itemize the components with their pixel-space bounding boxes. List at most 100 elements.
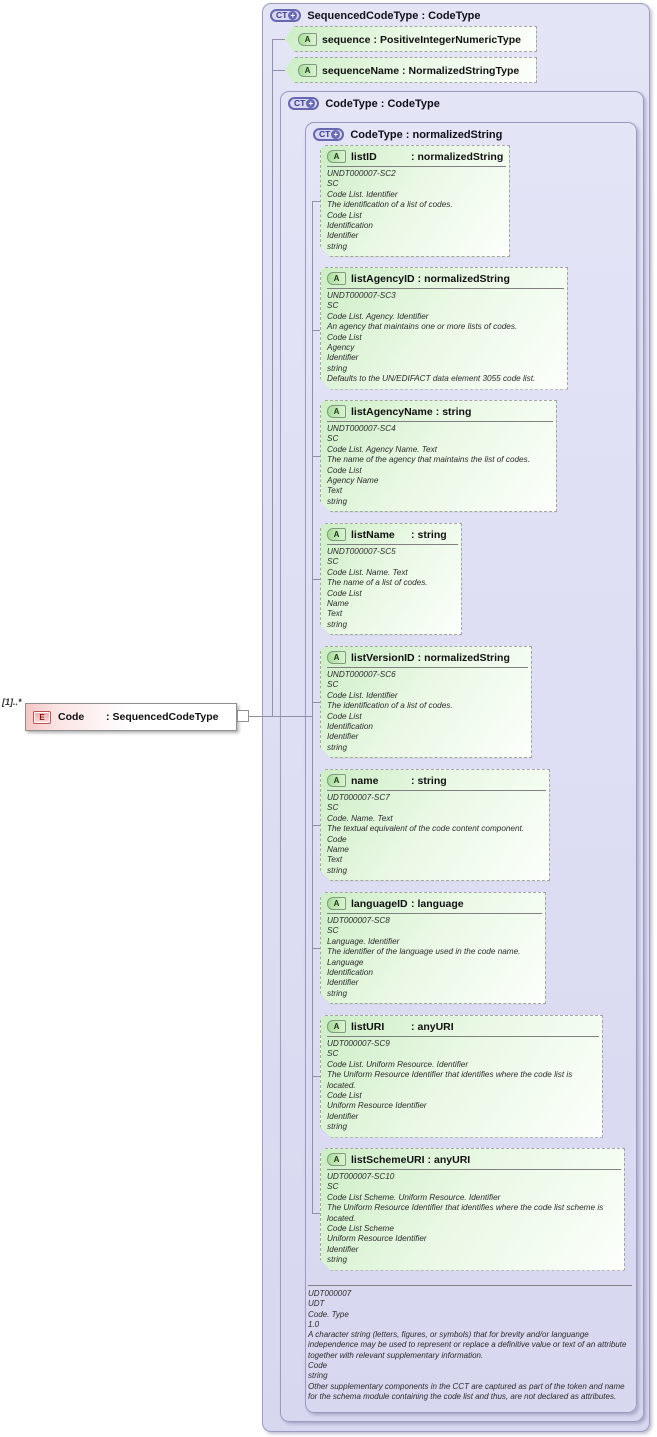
colon: : <box>402 64 406 77</box>
attribute-title: A listAgencyID : normalizedString <box>321 268 567 287</box>
attribute-title: A sequence : PositiveIntegerNumericType <box>286 27 536 48</box>
separator <box>327 790 546 791</box>
container-header: CT+ CodeType : CodeType <box>288 97 440 110</box>
attribute-box-name[interactable]: A name : string UDT000007-SC7 SC Code. N… <box>320 769 550 881</box>
expand-plus-icon: + <box>331 130 341 139</box>
colon: : <box>411 1020 415 1033</box>
connector-line <box>312 456 320 457</box>
element-icon: E <box>33 710 51 724</box>
attribute-icon: A <box>327 774 346 787</box>
colon: : <box>417 272 422 285</box>
attribute-name: listName <box>351 528 395 541</box>
attribute-box-listagencyname[interactable]: A listAgencyName : string UNDT000007-SC4… <box>320 400 557 512</box>
ct-badge-label: CT <box>276 10 288 20</box>
cardinality-label: [1]..* <box>2 697 22 707</box>
attribute-icon: A <box>327 150 346 163</box>
connector-line <box>272 39 285 40</box>
separator <box>327 544 458 545</box>
attribute-name: listSchemeURI <box>351 1153 425 1166</box>
attribute-name: listVersionID <box>351 651 415 664</box>
connector-line <box>272 70 285 71</box>
complextype-box-codetype-normalizedstring[interactable]: CT+ CodeType : normalizedString A listID… <box>305 122 637 1413</box>
attribute-title: A name : string <box>321 770 549 789</box>
attribute-box-sequence[interactable]: A sequence : PositiveIntegerNumericType <box>285 26 537 52</box>
attribute-name: listAgencyID <box>351 272 415 285</box>
attribute-type: string <box>417 528 447 541</box>
attribute-box-languageid[interactable]: A languageID : language UDT000007-SC8 SC… <box>320 892 546 1004</box>
colon: : <box>435 405 440 418</box>
attribute-box-listuri[interactable]: A listURI : anyURI UDT000007-SC9 SC Code… <box>320 1015 603 1138</box>
attribute-type: anyURI <box>434 1153 471 1166</box>
complextype-box-sequencedcodetype[interactable]: CT+ SequencedCodeType : CodeType A seque… <box>262 3 650 1432</box>
attribute-type: language <box>417 897 464 910</box>
attribute-title: A listAgencyName : string <box>321 401 556 420</box>
attribute-box-sequencename[interactable]: A sequenceName : NormalizedStringType <box>285 57 537 83</box>
expand-plus-icon: + <box>288 11 298 20</box>
attribute-title: A listName : string <box>321 524 461 543</box>
connector-line <box>312 702 320 703</box>
attribute-type: normalizedString <box>417 150 504 163</box>
separator <box>327 667 528 668</box>
separator <box>327 1169 621 1170</box>
colon: : <box>373 33 377 46</box>
collapse-handle[interactable] <box>237 710 249 722</box>
expand-plus-icon: + <box>306 99 316 108</box>
attribute-type: string <box>442 405 472 418</box>
colon: : <box>411 774 415 787</box>
attribute-box-listname[interactable]: A listName : string UNDT000007-SC5 SC Co… <box>320 523 462 635</box>
attribute-icon: A <box>327 272 346 285</box>
connector-line <box>272 39 273 717</box>
attribute-box-listid[interactable]: A listID : normalizedString UNDT000007-S… <box>320 145 510 257</box>
attribute-annotation: UNDT000007-SC5 SC Code List. Name. Text … <box>327 547 428 629</box>
connector-line <box>312 330 320 331</box>
element-box-code[interactable]: E Code : SequencedCodeType <box>25 703 237 731</box>
attribute-icon: A <box>298 64 317 77</box>
connector-line <box>312 825 320 826</box>
colon: : <box>417 651 422 664</box>
attribute-annotation: UNDT000007-SC2 SC Code List. Identifier … <box>327 169 453 251</box>
attribute-title: A listID : normalizedString <box>321 146 509 165</box>
attribute-box-listversionid[interactable]: A listVersionID : normalizedString UNDT0… <box>320 646 532 758</box>
complextype-icon[interactable]: CT+ <box>270 9 302 22</box>
attribute-icon: A <box>327 1153 346 1166</box>
separator <box>327 166 506 167</box>
connector-line <box>312 201 313 1214</box>
attribute-name: listID <box>351 150 377 163</box>
attribute-icon: A <box>327 528 346 541</box>
complextype-icon[interactable]: CT+ <box>313 128 345 141</box>
attribute-box-listagencyid[interactable]: A listAgencyID : normalizedString UNDT00… <box>320 267 568 390</box>
attribute-name: sequenceName <box>322 64 400 77</box>
attribute-type: normalizedString <box>424 272 510 285</box>
attribute-annotation: UDT000007-SC7 SC Code. Name. Text The te… <box>327 793 525 875</box>
attribute-title: A languageID : language <box>321 893 545 912</box>
attribute-type: normalizedString <box>424 651 510 664</box>
container-header: CT+ CodeType : normalizedString <box>313 128 502 141</box>
separator <box>327 1036 599 1037</box>
connector-line <box>312 948 320 949</box>
attribute-type: anyURI <box>417 1020 454 1033</box>
attribute-title: A listURI : anyURI <box>321 1016 602 1035</box>
connector-line <box>312 579 320 580</box>
attribute-name: listURI <box>351 1020 385 1033</box>
element-type: SequencedCodeType <box>112 711 219 723</box>
ct-badge-label: CT <box>319 129 331 139</box>
attribute-type: string <box>417 774 447 787</box>
complextype-box-codetype[interactable]: CT+ CodeType : CodeType CT+ CodeType : n… <box>280 91 644 1422</box>
container-title: CodeType : normalizedString <box>350 128 503 141</box>
colon: : <box>411 528 415 541</box>
attribute-box-listschemeuri[interactable]: A listSchemeURI : anyURI UDT000007-SC10 … <box>320 1148 625 1271</box>
attribute-annotation: UDT000007-SC9 SC Code List. Uniform Reso… <box>327 1039 573 1132</box>
attribute-name: sequence <box>322 33 371 46</box>
colon: : <box>411 897 415 910</box>
attribute-name: listAgencyName <box>351 405 433 418</box>
complextype-icon[interactable]: CT+ <box>288 97 320 110</box>
attribute-name: languageID <box>351 897 408 910</box>
connector-line <box>249 716 312 717</box>
attribute-title: A listSchemeURI : anyURI <box>321 1149 624 1168</box>
colon: : <box>427 1153 432 1166</box>
connector-line <box>312 1213 320 1214</box>
attribute-icon: A <box>327 405 346 418</box>
element-name: Code <box>58 711 85 723</box>
attribute-annotation: UDT000007-SC8 SC Language. Identifier Th… <box>327 916 521 998</box>
attribute-annotation: UNDT000007-SC6 SC Code List. Identifier … <box>327 670 453 752</box>
